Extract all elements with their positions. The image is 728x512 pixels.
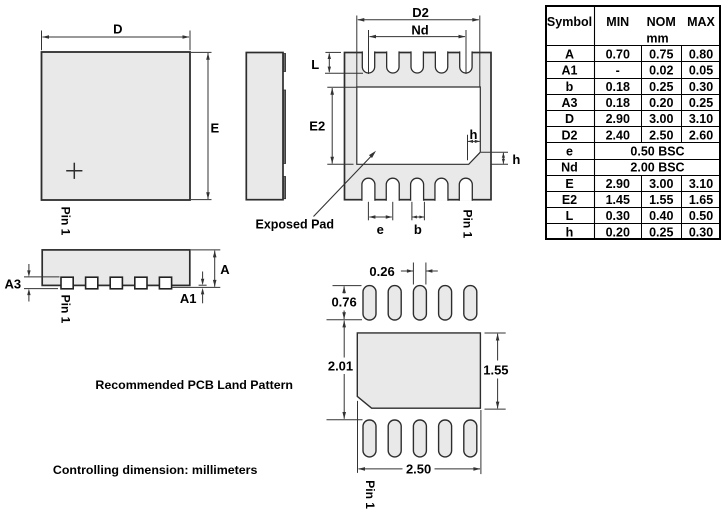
svg-text:0.30: 0.30 bbox=[689, 225, 713, 239]
svg-text:0.18: 0.18 bbox=[606, 80, 630, 94]
svg-text:A3: A3 bbox=[562, 96, 578, 110]
svg-text:0.50: 0.50 bbox=[689, 209, 713, 223]
svg-text:b: b bbox=[414, 222, 422, 237]
svg-text:0.25: 0.25 bbox=[689, 96, 713, 110]
svg-text:A1: A1 bbox=[180, 291, 197, 306]
svg-text:3.00: 3.00 bbox=[649, 177, 673, 191]
svg-text:Pin 1: Pin 1 bbox=[59, 295, 73, 324]
svg-text:2.90: 2.90 bbox=[606, 177, 630, 191]
svg-text:E2: E2 bbox=[309, 119, 325, 134]
svg-text:h: h bbox=[566, 225, 574, 239]
svg-text:D2: D2 bbox=[412, 5, 429, 20]
svg-text:e: e bbox=[377, 222, 384, 237]
svg-text:0.25: 0.25 bbox=[649, 225, 673, 239]
svg-text:2.60: 2.60 bbox=[689, 128, 713, 142]
svg-text:0.20: 0.20 bbox=[649, 96, 673, 110]
svg-text:3.00: 3.00 bbox=[649, 112, 673, 126]
svg-text:0.76: 0.76 bbox=[331, 295, 356, 310]
svg-text:0.30: 0.30 bbox=[606, 209, 630, 223]
svg-text:0.18: 0.18 bbox=[606, 96, 630, 110]
svg-text:D: D bbox=[113, 21, 122, 36]
svg-text:E: E bbox=[565, 177, 573, 191]
svg-text:0.40: 0.40 bbox=[649, 209, 673, 223]
svg-text:D2: D2 bbox=[562, 128, 578, 142]
svg-text:E: E bbox=[211, 121, 220, 136]
svg-text:-: - bbox=[616, 64, 620, 78]
svg-text:2.90: 2.90 bbox=[606, 112, 630, 126]
svg-text:A1: A1 bbox=[562, 64, 578, 78]
svg-text:0.05: 0.05 bbox=[689, 64, 713, 78]
svg-text:Controlling dimension: millime: Controlling dimension: millimeters bbox=[53, 463, 258, 477]
svg-text:1.55: 1.55 bbox=[483, 363, 508, 378]
svg-text:L: L bbox=[311, 57, 319, 72]
svg-text:Exposed Pad: Exposed Pad bbox=[256, 218, 335, 232]
svg-text:0.30: 0.30 bbox=[689, 80, 713, 94]
svg-text:A: A bbox=[220, 262, 230, 277]
svg-text:3.10: 3.10 bbox=[689, 177, 713, 191]
svg-text:3.10: 3.10 bbox=[689, 112, 713, 126]
svg-text:Nd: Nd bbox=[561, 161, 578, 175]
svg-text:2.50: 2.50 bbox=[649, 128, 673, 142]
svg-text:MAX: MAX bbox=[687, 15, 715, 29]
svg-text:NOM: NOM bbox=[647, 15, 676, 29]
svg-text:D: D bbox=[565, 112, 574, 126]
svg-text:h: h bbox=[470, 127, 478, 142]
svg-text:2.01: 2.01 bbox=[328, 359, 353, 374]
svg-text:Pin 1: Pin 1 bbox=[58, 207, 72, 236]
svg-text:2.40: 2.40 bbox=[606, 128, 630, 142]
svg-text:1.45: 1.45 bbox=[606, 193, 630, 207]
svg-text:A: A bbox=[565, 47, 574, 61]
svg-text:0.70: 0.70 bbox=[606, 47, 630, 61]
svg-text:0.25: 0.25 bbox=[649, 80, 673, 94]
svg-text:h: h bbox=[512, 152, 520, 167]
svg-text:0.75: 0.75 bbox=[649, 47, 673, 61]
svg-text:b: b bbox=[566, 80, 574, 94]
svg-text:0.26: 0.26 bbox=[369, 264, 394, 279]
svg-text:1.65: 1.65 bbox=[689, 193, 713, 207]
svg-text:0.80: 0.80 bbox=[689, 47, 713, 61]
svg-text:Nd: Nd bbox=[411, 22, 428, 37]
svg-text:2.50: 2.50 bbox=[406, 461, 431, 476]
svg-text:e: e bbox=[566, 145, 573, 159]
svg-text:0.50 BSC: 0.50 BSC bbox=[630, 145, 684, 159]
svg-text:L: L bbox=[566, 209, 574, 223]
svg-text:A3: A3 bbox=[5, 276, 22, 291]
svg-text:Pin 1: Pin 1 bbox=[363, 480, 377, 509]
svg-text:mm: mm bbox=[646, 31, 668, 45]
svg-text:Symbol: Symbol bbox=[547, 15, 592, 29]
svg-text:2.00 BSC: 2.00 BSC bbox=[630, 161, 684, 175]
svg-text:1.55: 1.55 bbox=[649, 193, 673, 207]
svg-text:E2: E2 bbox=[562, 193, 577, 207]
svg-text:Pin 1: Pin 1 bbox=[461, 210, 475, 239]
svg-text:MIN: MIN bbox=[606, 15, 629, 29]
svg-text:Recommended PCB Land Pattern: Recommended PCB Land Pattern bbox=[95, 378, 293, 392]
svg-text:0.20: 0.20 bbox=[606, 225, 630, 239]
svg-text:0.02: 0.02 bbox=[649, 64, 673, 78]
